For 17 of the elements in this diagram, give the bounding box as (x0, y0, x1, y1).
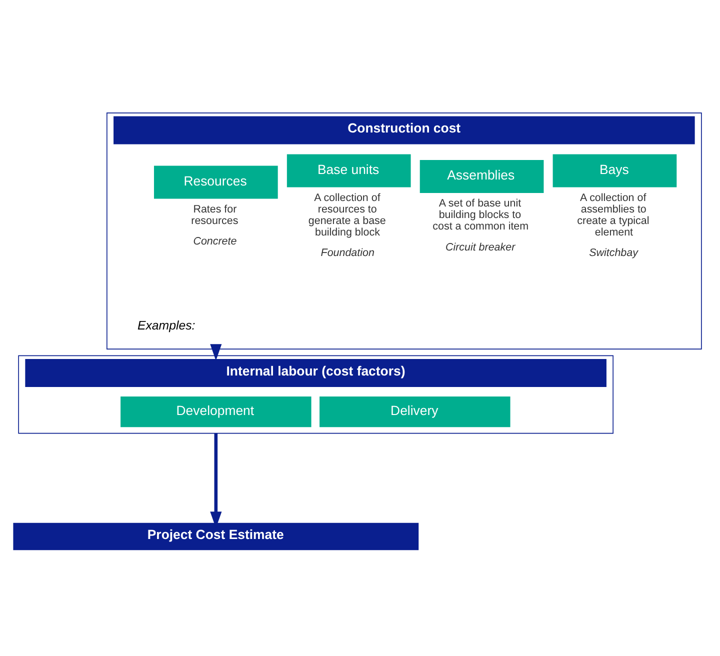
node-box: Base units (286, 154, 411, 188)
node-box: Project Cost Estimate (13, 522, 419, 550)
node-label: Switchbay (589, 247, 638, 260)
node-box: Development (120, 396, 312, 428)
arrow (210, 344, 222, 361)
node-label: Concrete (193, 236, 237, 248)
node-box: Resources (154, 166, 278, 199)
node-label: Circuit breaker (445, 241, 516, 254)
node-box: Delivery (320, 396, 510, 428)
node-label: A collection of resources to generate a base building block (308, 192, 386, 238)
node-label: A set of base unit building blocks to cost a common item (432, 198, 529, 233)
node-box: Assemblies (420, 160, 544, 193)
label: Examples: (137, 318, 196, 333)
node-label: Foundation (320, 247, 374, 260)
node-label: A collection of assemblies to create a typical element (577, 192, 650, 238)
node-box: Bays (552, 154, 677, 188)
node-label: Rates for resources (191, 203, 238, 227)
